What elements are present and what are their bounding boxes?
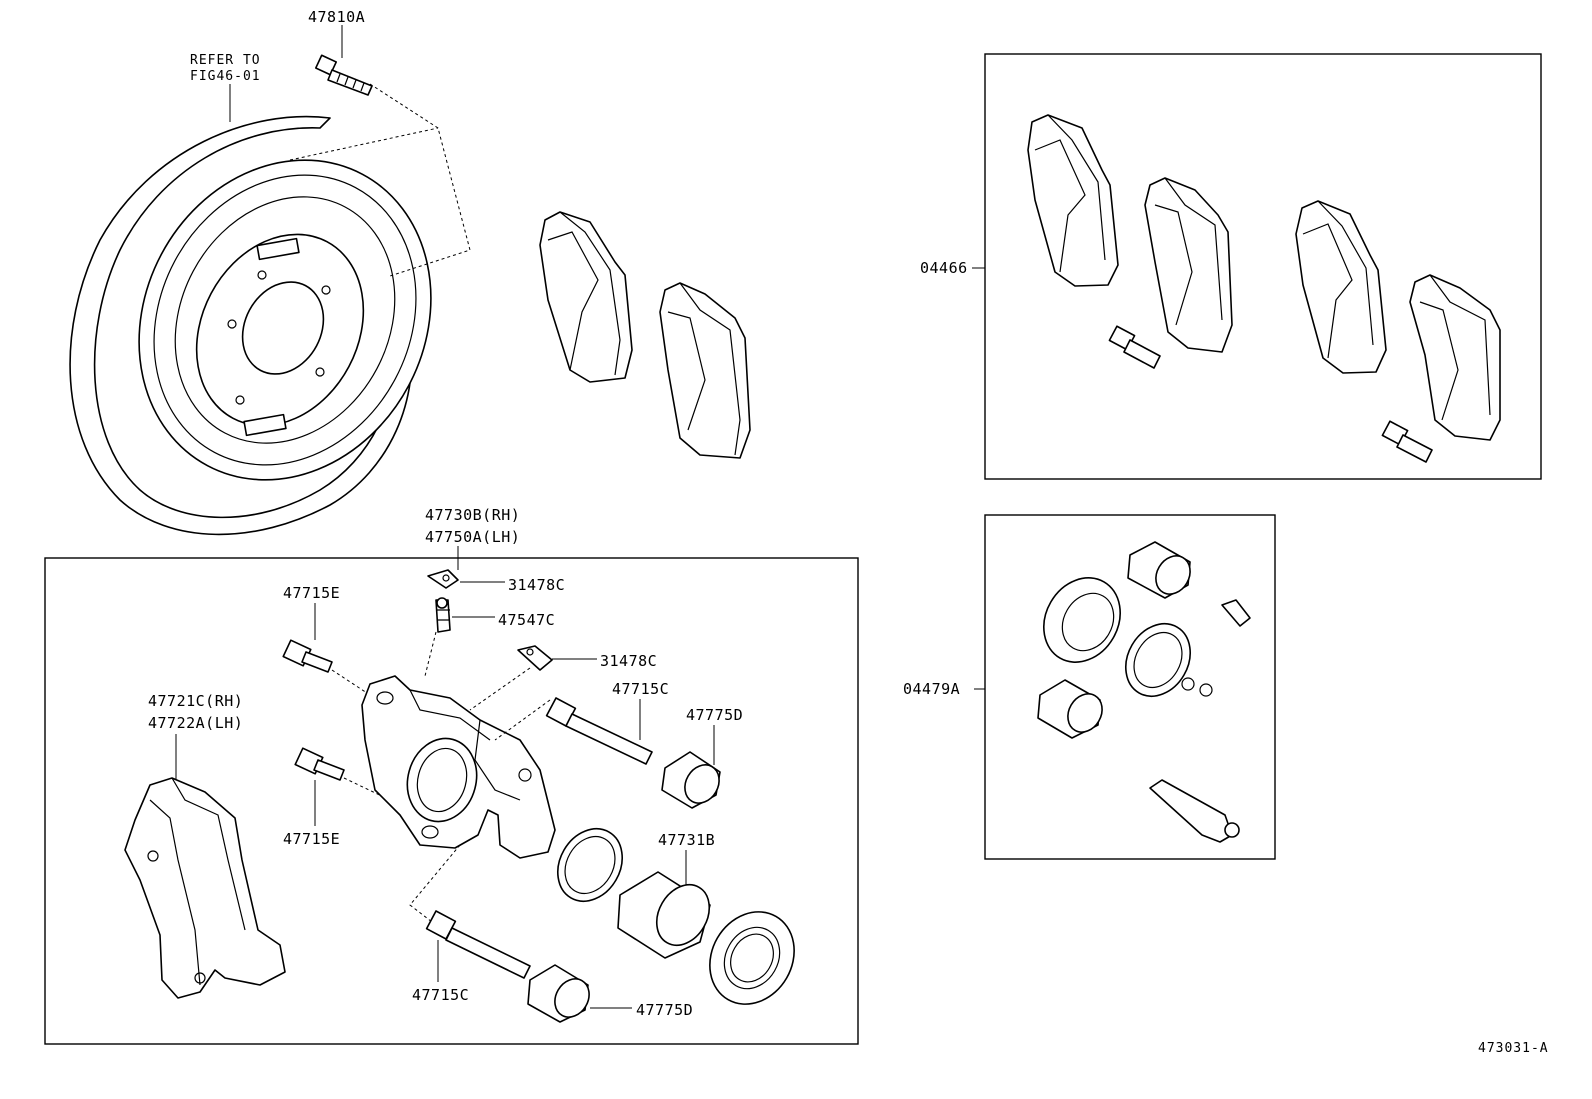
- brake-pad-pair-middle: [539, 211, 751, 459]
- pad-kit-bolts: [1108, 325, 1433, 463]
- piston-47731b: [617, 871, 711, 959]
- callout-31478c-upper: 31478C: [508, 576, 565, 594]
- boot-47775d-upper: [661, 751, 721, 809]
- refer-note-line2: FIG46-01: [190, 69, 261, 84]
- caliper-assembly-frame: [44, 557, 859, 1045]
- callout-04466: 04466: [920, 259, 968, 277]
- pad-kit-frame: [984, 53, 1542, 480]
- bleeder-screw: [435, 597, 451, 633]
- callout-47750a-lh: 47750A(LH): [425, 528, 520, 546]
- pin-47715c-upper: [545, 697, 653, 765]
- callout-47715e-lower: 47715E: [283, 830, 340, 848]
- pin-47715c-lower: [425, 910, 531, 979]
- callout-47721c-rh: 47721C(RH): [148, 692, 243, 710]
- callout-47722a-lh: 47722A(LH): [148, 714, 243, 732]
- callout-04479a: 04479A: [903, 680, 960, 698]
- boot-47775d-lower: [527, 964, 590, 1023]
- dust-cap-upper: [427, 569, 459, 589]
- callout-47775d-upper: 47775D: [686, 706, 743, 724]
- callout-47715c-lower: 47715C: [412, 986, 469, 1004]
- seal-kit-frame: [984, 514, 1276, 860]
- callout-47715c-upper: 47715C: [612, 680, 669, 698]
- pad-kit-pads: [1027, 114, 1501, 441]
- callout-47775d-lower: 47775D: [636, 1001, 693, 1019]
- figure-id: 473031-A: [1478, 1041, 1549, 1056]
- bolt-47715e-lower: [294, 747, 345, 781]
- bolt-47810a: [314, 54, 373, 96]
- callout-47547c: 47547C: [498, 611, 555, 629]
- refer-note-line1: REFER TO: [190, 53, 261, 68]
- dust-cover-and-disc: [69, 115, 432, 536]
- callout-47730b-rh: 47730B(RH): [425, 506, 520, 524]
- callout-47810a: 47810A: [308, 8, 365, 26]
- dust-cap-lower: [517, 645, 553, 671]
- callout-31478c-lower: 31478C: [600, 652, 657, 670]
- seal-kit-parts: [1037, 541, 1251, 843]
- callout-47731b: 47731B: [658, 831, 715, 849]
- callout-47715e-upper: 47715E: [283, 584, 340, 602]
- caliper-body: [361, 675, 556, 859]
- caliper-mounting-bracket: [124, 777, 286, 999]
- cylinder-boot: [709, 911, 795, 1005]
- piston-seal-ring: [557, 828, 623, 902]
- bolt-47715e-upper: [282, 639, 333, 673]
